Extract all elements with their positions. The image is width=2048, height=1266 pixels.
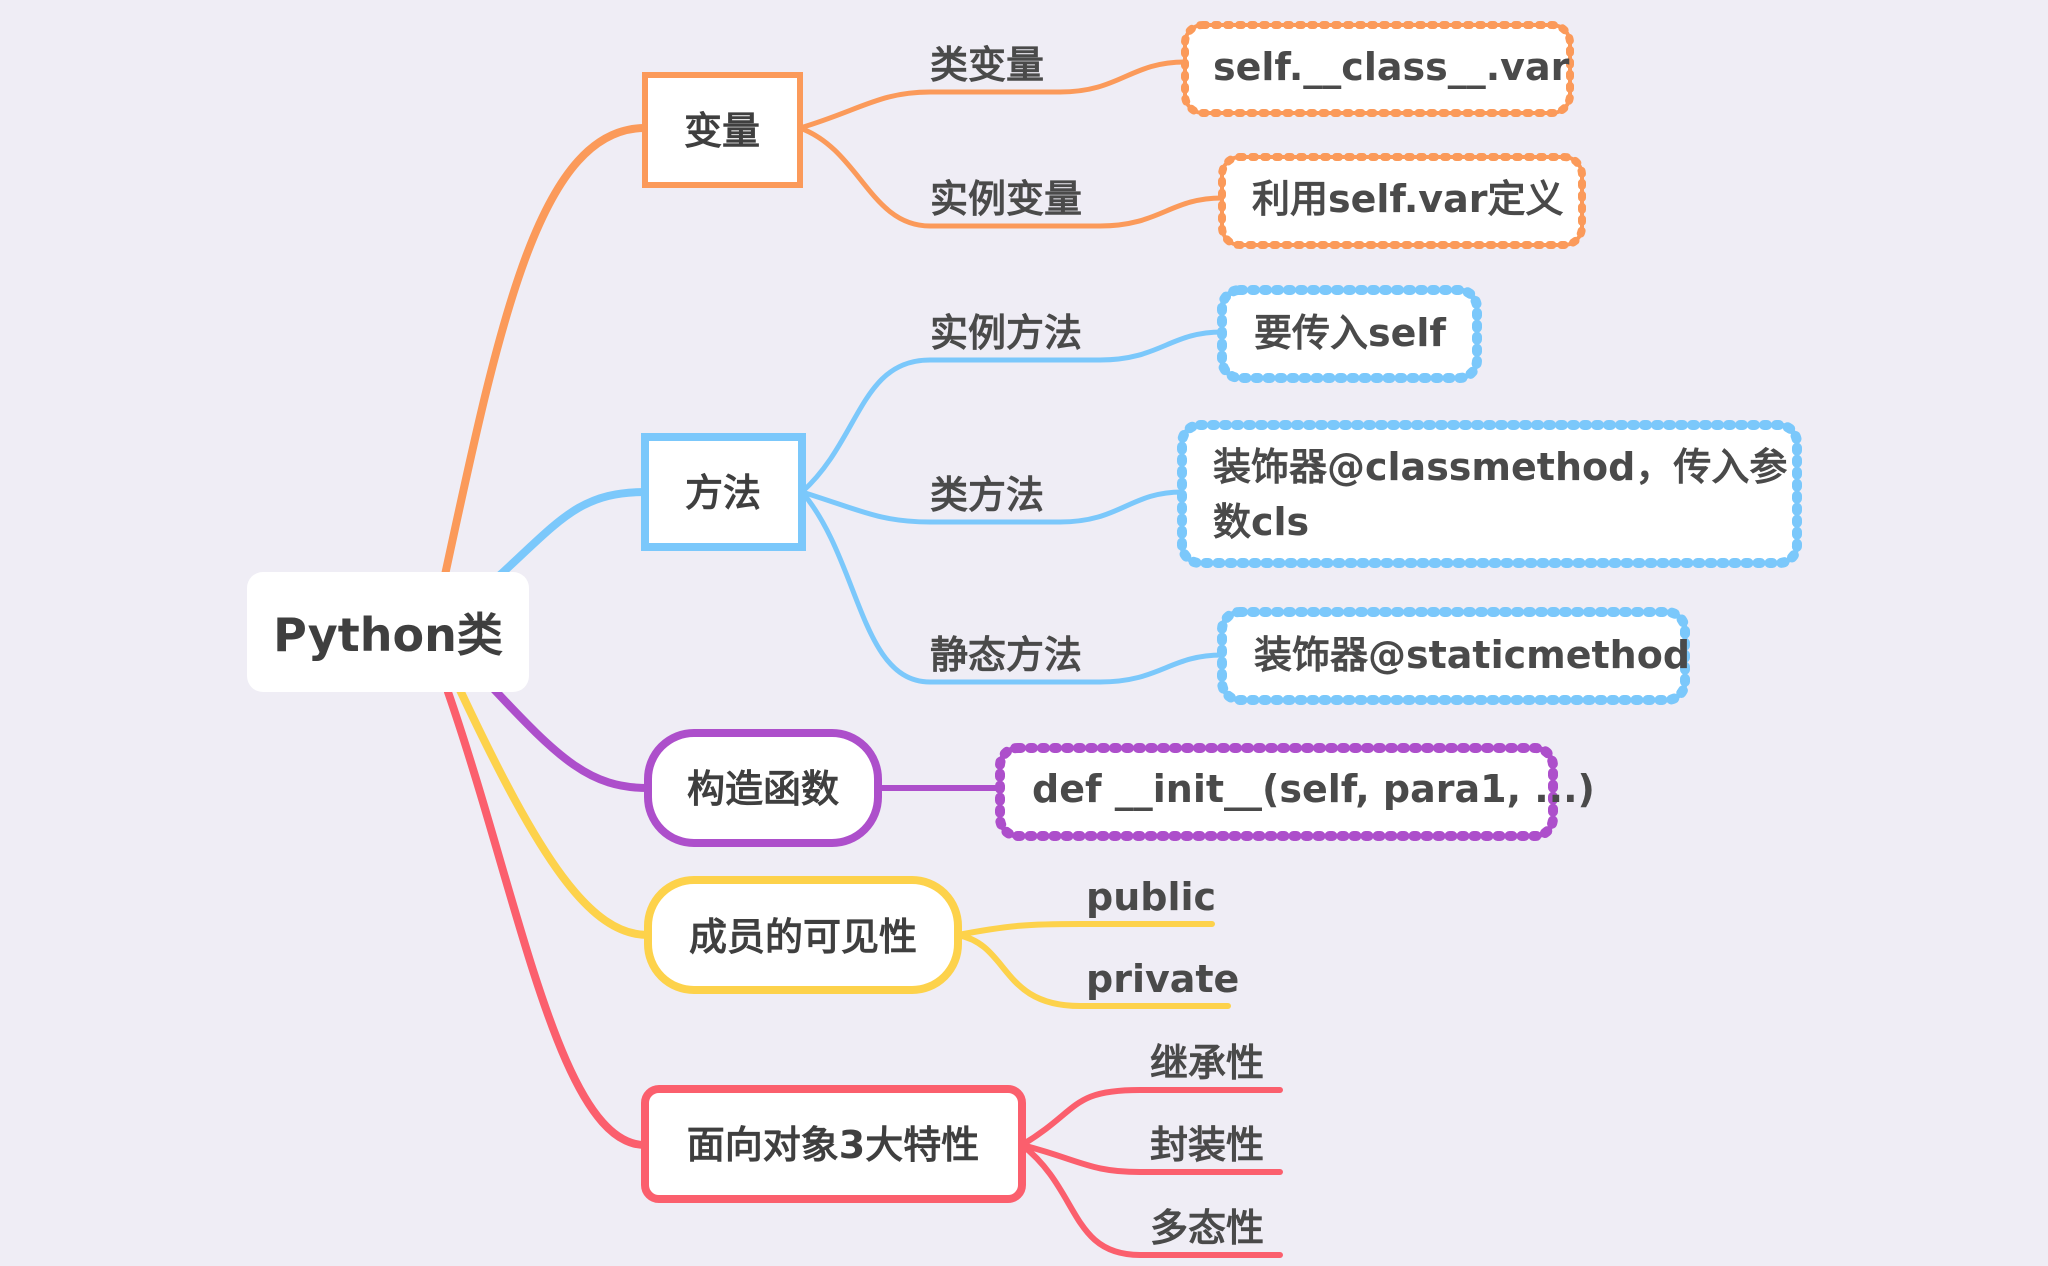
connector-oop-encapsulation xyxy=(1019,1142,1283,1175)
node-methods-label: 方法 xyxy=(685,471,761,515)
node-methods[interactable]: 方法 xyxy=(641,433,806,551)
connector-variables-instance xyxy=(797,125,1103,229)
note-class-variable[interactable]: self.__class__.var xyxy=(1181,21,1574,117)
connector-class-var-note xyxy=(1057,59,1188,95)
node-variables-label: 变量 xyxy=(684,109,760,153)
label-static-method[interactable]: 静态方法 xyxy=(930,633,1082,677)
note-static-method[interactable]: 装饰器@staticmethod xyxy=(1217,607,1690,705)
connector-instance-method-note xyxy=(1097,329,1225,363)
label-public[interactable]: public xyxy=(1086,875,1216,919)
note-instance-method[interactable]: 要传入self xyxy=(1217,285,1482,383)
note-class-method-line2: 数cls xyxy=(1213,500,1309,544)
label-polymorphism[interactable]: 多态性 xyxy=(1150,1206,1264,1250)
label-inheritance[interactable]: 继承性 xyxy=(1150,1041,1264,1085)
label-private[interactable]: private xyxy=(1086,957,1239,1001)
label-encapsulation[interactable]: 封装性 xyxy=(1150,1123,1264,1167)
label-class-variable[interactable]: 类变量 xyxy=(930,43,1044,87)
root-label: Python类 xyxy=(273,608,503,662)
note-class-method[interactable]: 装饰器@classmethod，传入参 数cls xyxy=(1177,420,1802,568)
node-oop[interactable]: 面向对象3大特性 xyxy=(641,1085,1026,1203)
root-node[interactable]: Python类 xyxy=(247,572,529,692)
connector-root-methods xyxy=(496,488,649,579)
node-visibility[interactable]: 成员的可见性 xyxy=(644,876,962,994)
connector-root-visibility xyxy=(456,686,652,939)
note-constructor[interactable]: def __init__(self, para1, ...) xyxy=(995,743,1595,841)
connector-visibility-private xyxy=(955,932,1231,1009)
node-variables[interactable]: 变量 xyxy=(642,72,803,188)
connector-root-variables xyxy=(441,124,649,579)
connector-methods-static xyxy=(799,489,1103,685)
note-instance-variable-text: 利用self.var定义 xyxy=(1252,177,1563,221)
connector-methods-class xyxy=(799,489,1063,525)
note-constructor-text: def __init__(self, para1, ...) xyxy=(1032,767,1595,811)
connector-root-oop xyxy=(444,688,649,1149)
label-instance-method[interactable]: 实例方法 xyxy=(930,311,1082,355)
label-class-method[interactable]: 类方法 xyxy=(930,473,1044,517)
label-instance-variable[interactable]: 实例变量 xyxy=(930,177,1082,221)
note-static-method-text: 装饰器@staticmethod xyxy=(1254,633,1690,677)
node-constructor-label: 构造函数 xyxy=(687,767,839,811)
connector-visibility-public xyxy=(955,921,1215,938)
node-constructor[interactable]: 构造函数 xyxy=(644,729,882,847)
note-class-method-line1: 装饰器@classmethod，传入参 xyxy=(1213,445,1787,489)
connector-class-method-note xyxy=(1057,489,1185,525)
connector-variables-class xyxy=(797,89,1063,131)
node-visibility-label: 成员的可见性 xyxy=(689,915,917,959)
connector-oop-inheritance xyxy=(1019,1087,1283,1148)
connector-instance-var-note xyxy=(1097,195,1225,229)
connector-methods-instance xyxy=(799,357,1103,495)
note-instance-variable[interactable]: 利用self.var定义 xyxy=(1218,153,1586,249)
connector-oop-polymorphism xyxy=(1019,1142,1283,1258)
node-oop-label: 面向对象3大特性 xyxy=(687,1123,979,1167)
note-instance-method-text: 要传入self xyxy=(1254,311,1446,355)
note-class-variable-text: self.__class__.var xyxy=(1213,45,1570,89)
connector-root-constructor xyxy=(486,681,652,792)
connector-static-method-note xyxy=(1097,652,1225,685)
